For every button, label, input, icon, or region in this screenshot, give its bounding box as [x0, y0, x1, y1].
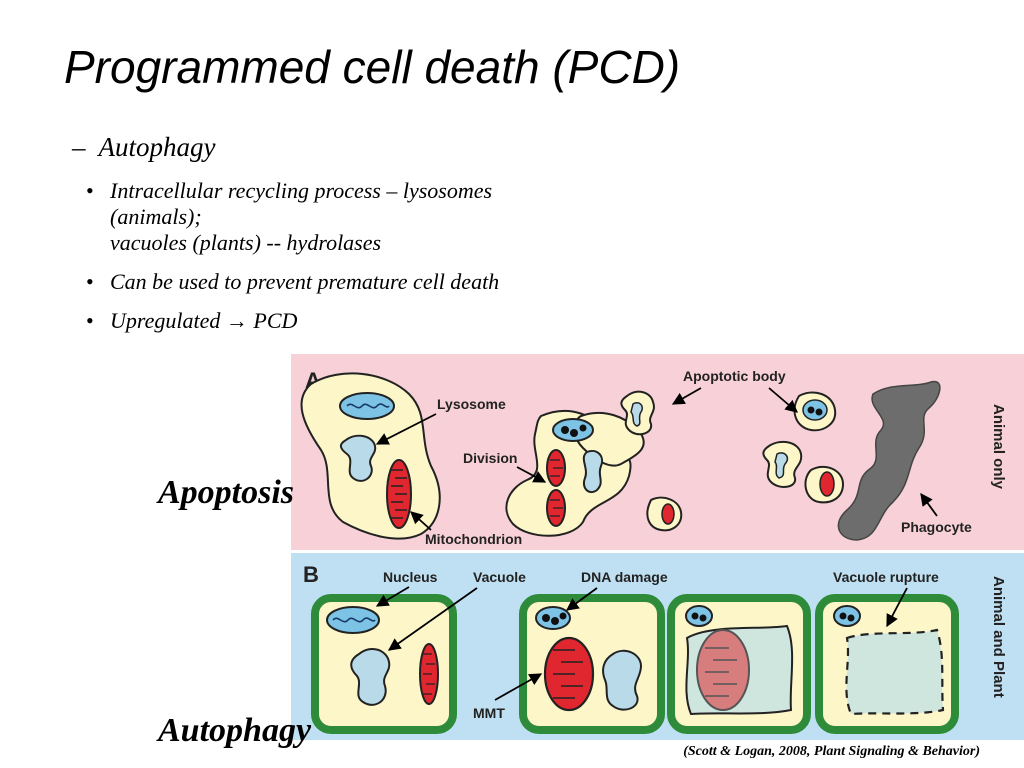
mmt-arrow	[494, 673, 543, 701]
dna-icon	[332, 617, 376, 623]
mitochondrion-icon	[696, 629, 750, 711]
bullet-dot: •	[86, 178, 94, 203]
bullet-line: Intracellular recycling process – lysoso…	[110, 178, 493, 203]
mitochondrion-icon	[661, 503, 675, 525]
lysosome-arrow	[375, 413, 437, 445]
apoptotic-body	[804, 465, 845, 504]
mitochondrion-icon	[819, 471, 835, 497]
bullet-suffix: PCD	[247, 308, 298, 333]
autophagy-label: Autophagy	[158, 712, 312, 749]
apoptotic-body	[762, 440, 803, 488]
subheading-text: Autophagy	[98, 132, 216, 162]
bullet-item: • Intracellular recycling process – lyso…	[86, 178, 646, 256]
dna-damage-arrow	[565, 587, 598, 611]
citation: (Scott & Logan, 2008, Plant Signaling & …	[683, 744, 980, 759]
subheading-dash: –	[72, 132, 86, 162]
vacuole-icon	[350, 647, 391, 706]
slide-title: Programmed cell death (PCD)	[64, 41, 681, 93]
bullet-dot: •	[86, 269, 94, 294]
dividing-cell	[505, 409, 645, 537]
subheading: – Autophagy	[72, 132, 216, 163]
nucleus-icon	[685, 605, 713, 627]
apoptosis-label: Apoptosis	[158, 474, 295, 511]
panel-b-side-label: Animal and Plant	[990, 576, 1007, 698]
mmt-label: MMT	[473, 705, 505, 721]
division-arrow	[516, 466, 547, 483]
lysosome-icon	[339, 434, 377, 482]
apoptotic-body	[793, 391, 837, 432]
bullet-line: vacuoles (plants) -- hydrolases	[110, 230, 382, 255]
phagocyte-shape	[837, 380, 941, 541]
plant-cell	[815, 594, 959, 734]
plant-cell	[667, 594, 811, 734]
plant-cell	[311, 594, 457, 734]
vacuole-icon	[602, 649, 643, 711]
vacuole-label: Vacuole	[473, 569, 526, 585]
phagocyte-arrow	[920, 492, 938, 517]
lysosome-icon	[582, 450, 603, 494]
ruptured-vacuole	[845, 628, 945, 716]
bullet-item: • Can be used to prevent premature cell …	[86, 269, 646, 295]
nucleus-icon	[326, 606, 380, 634]
plant-cell	[519, 594, 665, 734]
nucleus-icon	[339, 392, 395, 420]
dna-damage-label: DNA damage	[581, 569, 668, 585]
panel-b-letter: B	[303, 562, 319, 587]
dna-icon	[346, 403, 390, 409]
division-label: Division	[463, 450, 517, 466]
vacuole-rupture-label: Vacuole rupture	[833, 569, 939, 585]
panel-a-side-label: Animal only	[990, 404, 1007, 490]
apoptotic-body	[620, 390, 655, 436]
nucleus-icon	[802, 399, 828, 421]
bullet-item: • Upregulated → PCD	[86, 308, 646, 334]
bullet-list: • Intracellular recycling process – lyso…	[86, 178, 646, 347]
bullet-prefix: Upregulated	[110, 308, 226, 333]
phagocyte-label: Phagocyte	[901, 519, 972, 535]
vacuole-rupture-arrow	[886, 587, 908, 628]
healthy-cell	[300, 372, 441, 540]
nucleus-icon	[833, 605, 861, 627]
apoptotic-body-label: Apoptotic body	[683, 368, 786, 384]
vacuole-arrow	[387, 587, 478, 651]
apoptotic-body-arrow	[671, 387, 702, 405]
lysosome-label: Lysosome	[437, 396, 506, 412]
mitochondrion-label: Mitochondrion	[425, 531, 522, 547]
bullet-line: Upregulated → PCD	[110, 308, 646, 334]
arrow-icon: →	[225, 308, 248, 333]
bullet-line: Can be used to prevent premature cell de…	[110, 269, 500, 294]
apoptotic-body	[646, 496, 683, 532]
pcd-figure: A Animal only Lysosome Mitochondrion Div…	[291, 354, 1024, 740]
bullet-line: (animals);	[110, 204, 202, 229]
bullet-dot: •	[86, 308, 94, 333]
nucleus-arrow	[375, 586, 410, 607]
mitochondrion-arrow	[410, 511, 432, 531]
apoptotic-body-arrow	[768, 387, 798, 413]
nucleus-label: Nucleus	[383, 569, 438, 585]
